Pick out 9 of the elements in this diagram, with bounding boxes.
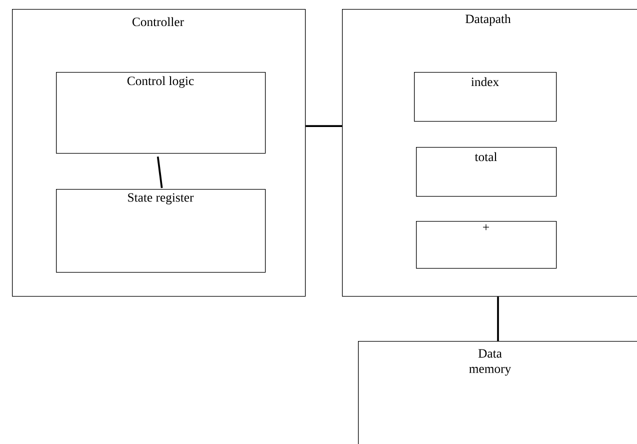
- connector-line: [156, 156, 163, 188]
- process-box: State register: [56, 189, 266, 273]
- memory-box: Data memory: [358, 341, 637, 444]
- process-box: Control logic: [56, 72, 266, 154]
- connector-line: [497, 296, 499, 341]
- register-box: index: [414, 72, 557, 122]
- adder-box: +: [416, 221, 557, 269]
- connector-line: [306, 125, 342, 127]
- register-box: total: [416, 147, 557, 197]
